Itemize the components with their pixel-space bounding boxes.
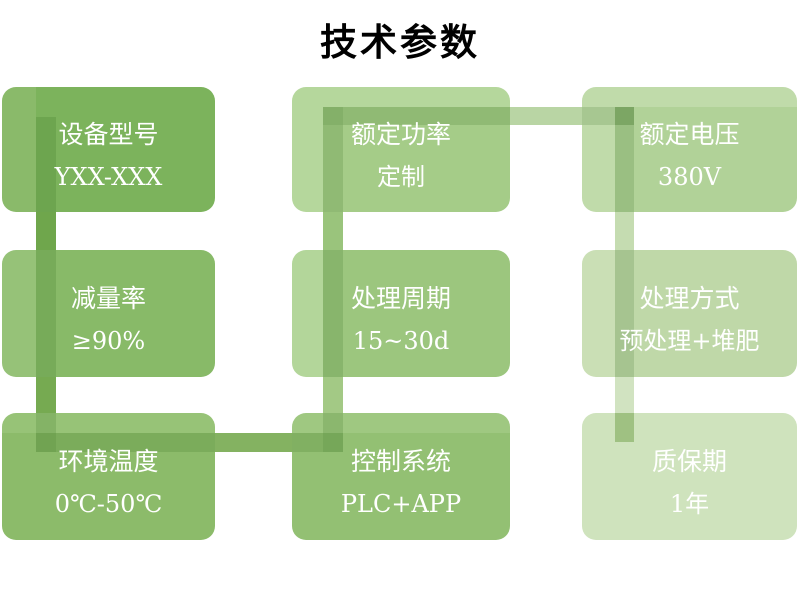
connector-segment <box>615 377 634 413</box>
page-title: 技术参数 <box>320 21 480 64</box>
connector-segment <box>36 377 56 413</box>
spec-label: 减量率 <box>70 283 146 313</box>
spec-label: 处理方式 <box>639 283 740 313</box>
spec-value: 定制 <box>377 162 425 191</box>
spec-box-reduction-rate: 减量率 ≥90% <box>2 250 215 377</box>
connector-segment <box>510 107 582 125</box>
connector-segment <box>36 117 56 212</box>
connector-segment <box>36 250 56 377</box>
spec-value: ≥90% <box>71 326 146 355</box>
spec-value: PLC+APP <box>340 489 462 518</box>
spec-box-processing-method: 处理方式 预处理+堆肥 <box>582 250 797 377</box>
connector-corner <box>615 107 634 125</box>
connector-segment <box>36 433 215 452</box>
connector-segment <box>215 433 292 452</box>
spec-box-warranty-period: 质保期 1年 <box>582 413 797 540</box>
spec-value: 1年 <box>669 489 710 518</box>
connector-segment <box>615 250 634 377</box>
connector-corner <box>323 433 343 452</box>
connector-segment <box>615 212 634 250</box>
spec-value: 380V <box>657 162 722 191</box>
spec-box-processing-cycle: 处理周期 15~30d <box>292 250 510 377</box>
spec-box-control-system: 控制系统 PLC+APP <box>292 413 510 540</box>
connector-segment <box>323 250 343 377</box>
connector-segment <box>36 212 56 250</box>
connector-segment <box>323 413 343 433</box>
spec-label: 额定电压 <box>639 119 740 149</box>
spec-box-device-model: 设备型号 YXX-XXX <box>2 87 215 212</box>
spec-label: 环境温度 <box>58 446 159 476</box>
connector-segment <box>582 107 634 125</box>
spec-value: 15~30d <box>352 326 450 355</box>
spec-label: 设备型号 <box>58 119 159 149</box>
connector-segment <box>323 212 343 250</box>
spec-label: 控制系统 <box>350 446 451 476</box>
spec-value: YXX-XXX <box>54 162 163 191</box>
spec-box-rated-voltage: 额定电压 380V <box>582 87 797 212</box>
connector-segment <box>323 377 343 413</box>
connector-segment <box>36 413 56 433</box>
connector-segment <box>323 107 343 212</box>
connector-corner <box>36 433 56 452</box>
spec-label: 质保期 <box>651 446 727 476</box>
spec-value: 预处理+堆肥 <box>619 326 760 355</box>
connector-segment <box>343 107 510 125</box>
spec-box-ambient-temperature: 环境温度 0℃-50℃ <box>2 413 215 540</box>
spec-box-rated-power: 额定功率 定制 <box>292 87 510 212</box>
connector-segment <box>292 433 343 452</box>
spec-label: 额定功率 <box>350 119 451 149</box>
spec-label: 处理周期 <box>350 283 451 313</box>
connector-end-cap <box>615 413 634 442</box>
connector-segment <box>615 107 634 212</box>
spec-value: 0℃-50℃ <box>54 489 163 518</box>
connector-corner <box>323 107 343 125</box>
